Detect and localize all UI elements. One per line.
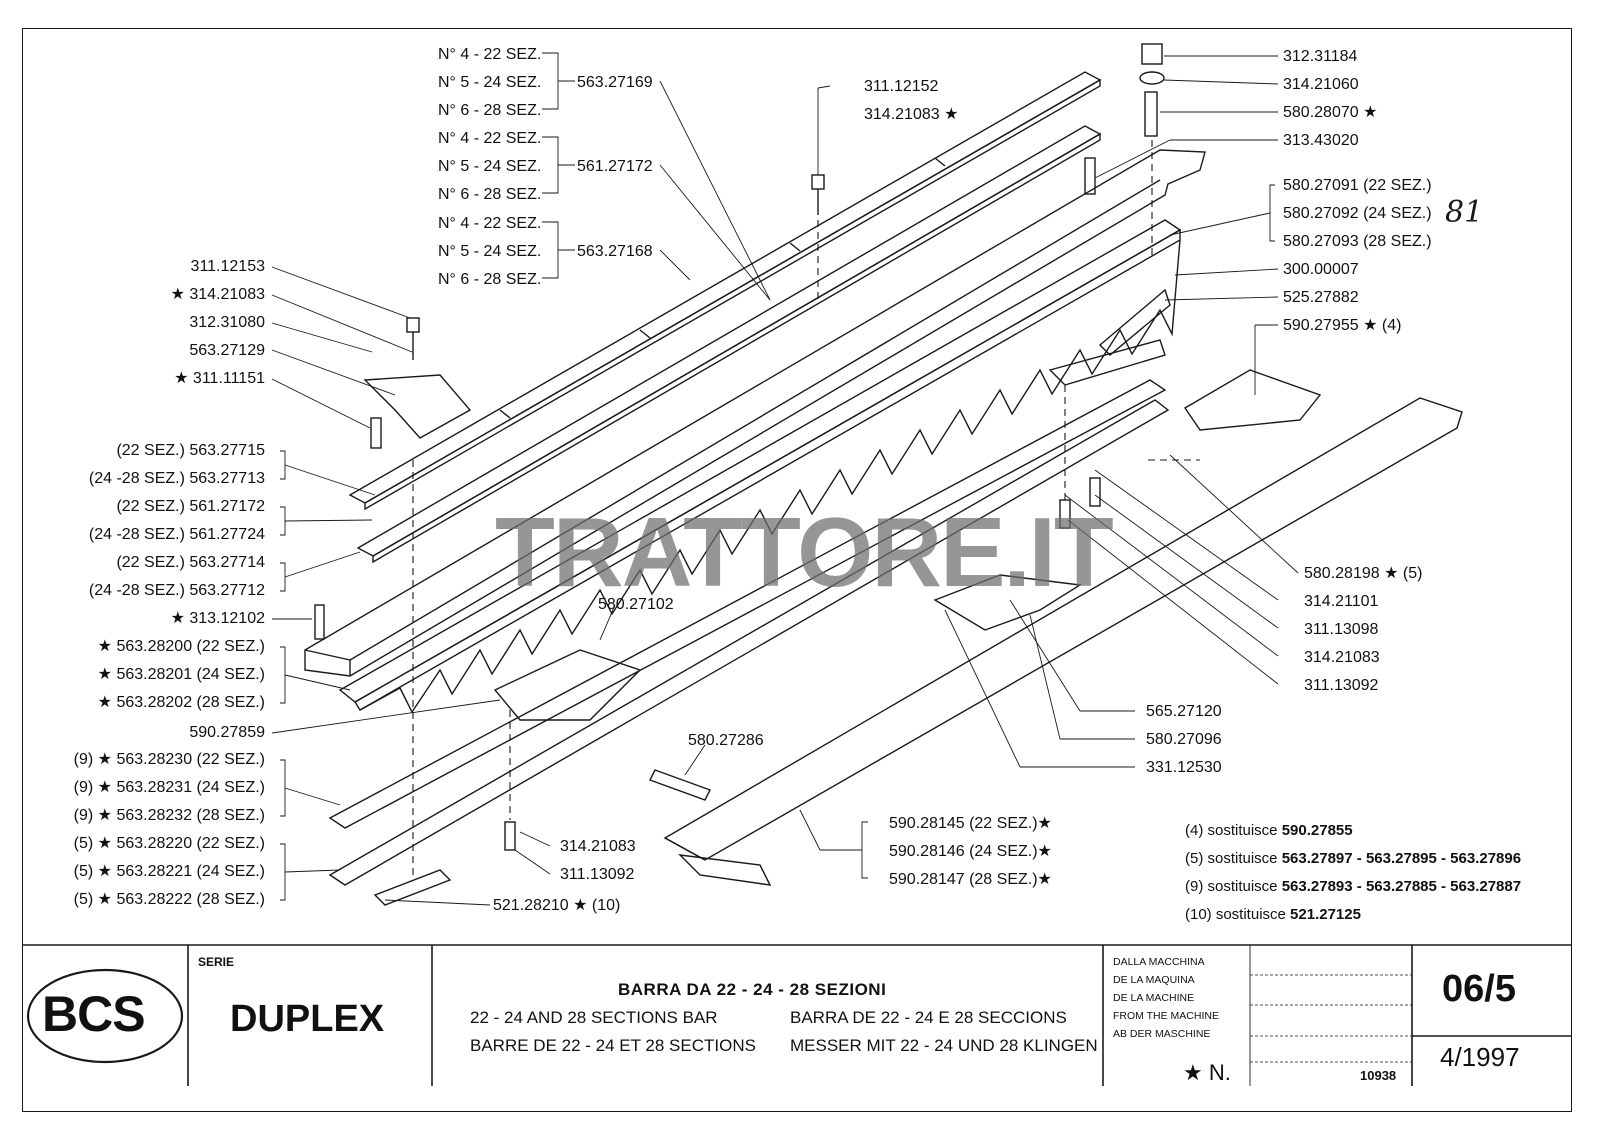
part-label: 314.21083	[560, 838, 636, 855]
bolts	[314, 43, 1165, 851]
part-label: 331.12530	[1146, 759, 1222, 776]
count-label: N° 4 - 22 SEZ.	[438, 46, 542, 63]
knife-bar	[338, 219, 1182, 714]
count-label: N° 5 - 24 SEZ.	[438, 243, 542, 260]
part-label: 590.28146 (24 SEZ.)★	[889, 843, 1052, 860]
part-label: 580.27093 (28 SEZ.)	[1283, 233, 1432, 250]
part-label: (9) ★ 563.28231 (24 SEZ.)	[73, 779, 265, 796]
count-label: N° 6 - 28 SEZ.	[438, 186, 542, 203]
title-english: 22 - 24 AND 28 SECTIONS BAR	[470, 1008, 718, 1027]
part-label: 312.31080	[189, 314, 265, 331]
part-label: ★ 563.28201 (24 SEZ.)	[97, 666, 265, 683]
part-label: 580.27091 (22 SEZ.)	[1283, 177, 1432, 194]
part-label: 580.28070 ★	[1283, 104, 1378, 121]
part-label: ★ 311.11151	[174, 370, 265, 387]
replacement-note: (5) sostituisce 563.27897 - 563.27895 - …	[1185, 850, 1522, 867]
part-label: 563.27129	[189, 342, 265, 359]
part-label: (22 SEZ.) 563.27714	[116, 554, 265, 571]
part-label: 311.13092	[560, 866, 635, 883]
brand-logo: BCS	[42, 986, 146, 1042]
part-label: 314.21083	[1304, 649, 1380, 666]
part-label: 521.28210 ★ (10)	[493, 897, 621, 914]
part-label: ★ 563.28202 (28 SEZ.)	[97, 694, 265, 711]
part-label: ★ 313.12102	[170, 610, 265, 627]
from-machine-labels: DALLA MACCHINA DE LA MAQUINA DE LA MACHI…	[1113, 956, 1219, 1040]
part-label: (22 SEZ.) 561.27172	[116, 498, 265, 515]
part-label: 311.13098	[1304, 621, 1379, 638]
part-label: (24 -28 SEZ.) 563.27712	[88, 582, 265, 599]
count-label: N° 5 - 24 SEZ.	[438, 158, 542, 175]
part-label: 590.27859	[189, 724, 265, 741]
page-number: 06/5	[1442, 968, 1516, 1010]
title-italian: BARRA DA 22 - 24 - 28 SEZIONI	[618, 980, 887, 999]
leader-lines	[271, 52, 1299, 906]
part-label: (9) ★ 563.28232 (28 SEZ.)	[73, 807, 265, 824]
count-label: N° 6 - 28 SEZ.	[438, 102, 542, 119]
serial-number: 10938	[1360, 1068, 1397, 1083]
part-code: 563.27169	[577, 74, 653, 91]
part-label: 312.31184	[1283, 48, 1358, 65]
part-label: 525.27882	[1283, 289, 1359, 306]
revision-date: 4/1997	[1440, 1042, 1520, 1072]
part-label: (22 SEZ.) 563.27715	[116, 442, 265, 459]
replacement-note: (10) sostituisce 521.27125	[1185, 906, 1361, 923]
part-label: 580.27102	[598, 596, 674, 613]
main-bar-body	[304, 149, 1206, 677]
part-label: 311.12153	[190, 258, 265, 275]
drawing-frame	[22, 28, 1572, 1112]
count-label: N° 4 - 22 SEZ.	[438, 130, 542, 147]
part-label: ★ 563.28200 (22 SEZ.)	[97, 638, 265, 655]
part-label: 580.27096	[1146, 731, 1222, 748]
part-label: 590.28147 (28 SEZ.)★	[889, 871, 1052, 888]
part-label: ★ 314.21083	[170, 286, 265, 303]
part-label: (9) ★ 563.28230 (22 SEZ.)	[73, 751, 265, 768]
part-label: 300.00007	[1283, 261, 1359, 278]
part-label: 311.13092	[1304, 677, 1379, 694]
upper-strip-set	[348, 71, 1102, 564]
replacement-note: (9) sostituisce 563.27893 - 563.27885 - …	[1185, 878, 1522, 895]
part-label: 580.28198 ★ (5)	[1304, 565, 1423, 582]
star-n-label: ★ N.	[1183, 1060, 1231, 1085]
count-label: N° 5 - 24 SEZ.	[438, 74, 542, 91]
part-label: (5) ★ 563.28221 (24 SEZ.)	[73, 863, 265, 880]
part-label: 313.43020	[1283, 132, 1359, 149]
replacement-note: (4) sostituisce 590.27855	[1185, 822, 1353, 839]
part-code: 563.27168	[577, 243, 653, 260]
title-french: BARRE DE 22 - 24 ET 28 SECTIONS	[470, 1036, 756, 1055]
part-label: 590.27955 ★ (4)	[1283, 317, 1402, 334]
serie-label: SERIE	[198, 955, 235, 969]
part-label: (5) ★ 563.28222 (28 SEZ.)	[73, 891, 265, 908]
title-german: MESSER MIT 22 - 24 UND 28 KLINGEN	[790, 1036, 1098, 1055]
handwritten-mark: 81	[1445, 195, 1483, 230]
part-label: 311.12152	[864, 78, 939, 95]
long-cover-blade	[663, 397, 1463, 861]
part-label: (24 -28 SEZ.) 563.27713	[88, 470, 265, 487]
part-label: (5) ★ 563.28220 (22 SEZ.)	[73, 835, 265, 852]
serie-name: DUPLEX	[230, 998, 385, 1040]
part-label: 580.27286	[688, 732, 764, 749]
lower-strip-set	[328, 379, 1170, 886]
part-label: 314.21060	[1283, 76, 1359, 93]
part-label: 314.21083 ★	[864, 106, 959, 123]
part-label: 590.28145 (22 SEZ.)★	[889, 815, 1052, 832]
part-label: 580.27092 (24 SEZ.)	[1283, 205, 1432, 222]
part-label: 565.27120	[1146, 703, 1222, 720]
count-label: N° 4 - 22 SEZ.	[438, 215, 542, 232]
title-spanish: BARRA DE 22 - 24 E 28 SECCIONS	[790, 1008, 1067, 1027]
title-block-grid	[22, 944, 1572, 1086]
part-label: 314.21101	[1304, 593, 1379, 610]
count-label: N° 6 - 28 SEZ.	[438, 271, 542, 288]
part-code: 561.27172	[577, 158, 653, 175]
part-label: (24 -28 SEZ.) 561.27724	[88, 526, 265, 543]
assembly-lines	[412, 140, 1200, 880]
watermark: TRATTORE.IT	[495, 497, 1114, 607]
guard-parts	[363, 288, 1322, 906]
